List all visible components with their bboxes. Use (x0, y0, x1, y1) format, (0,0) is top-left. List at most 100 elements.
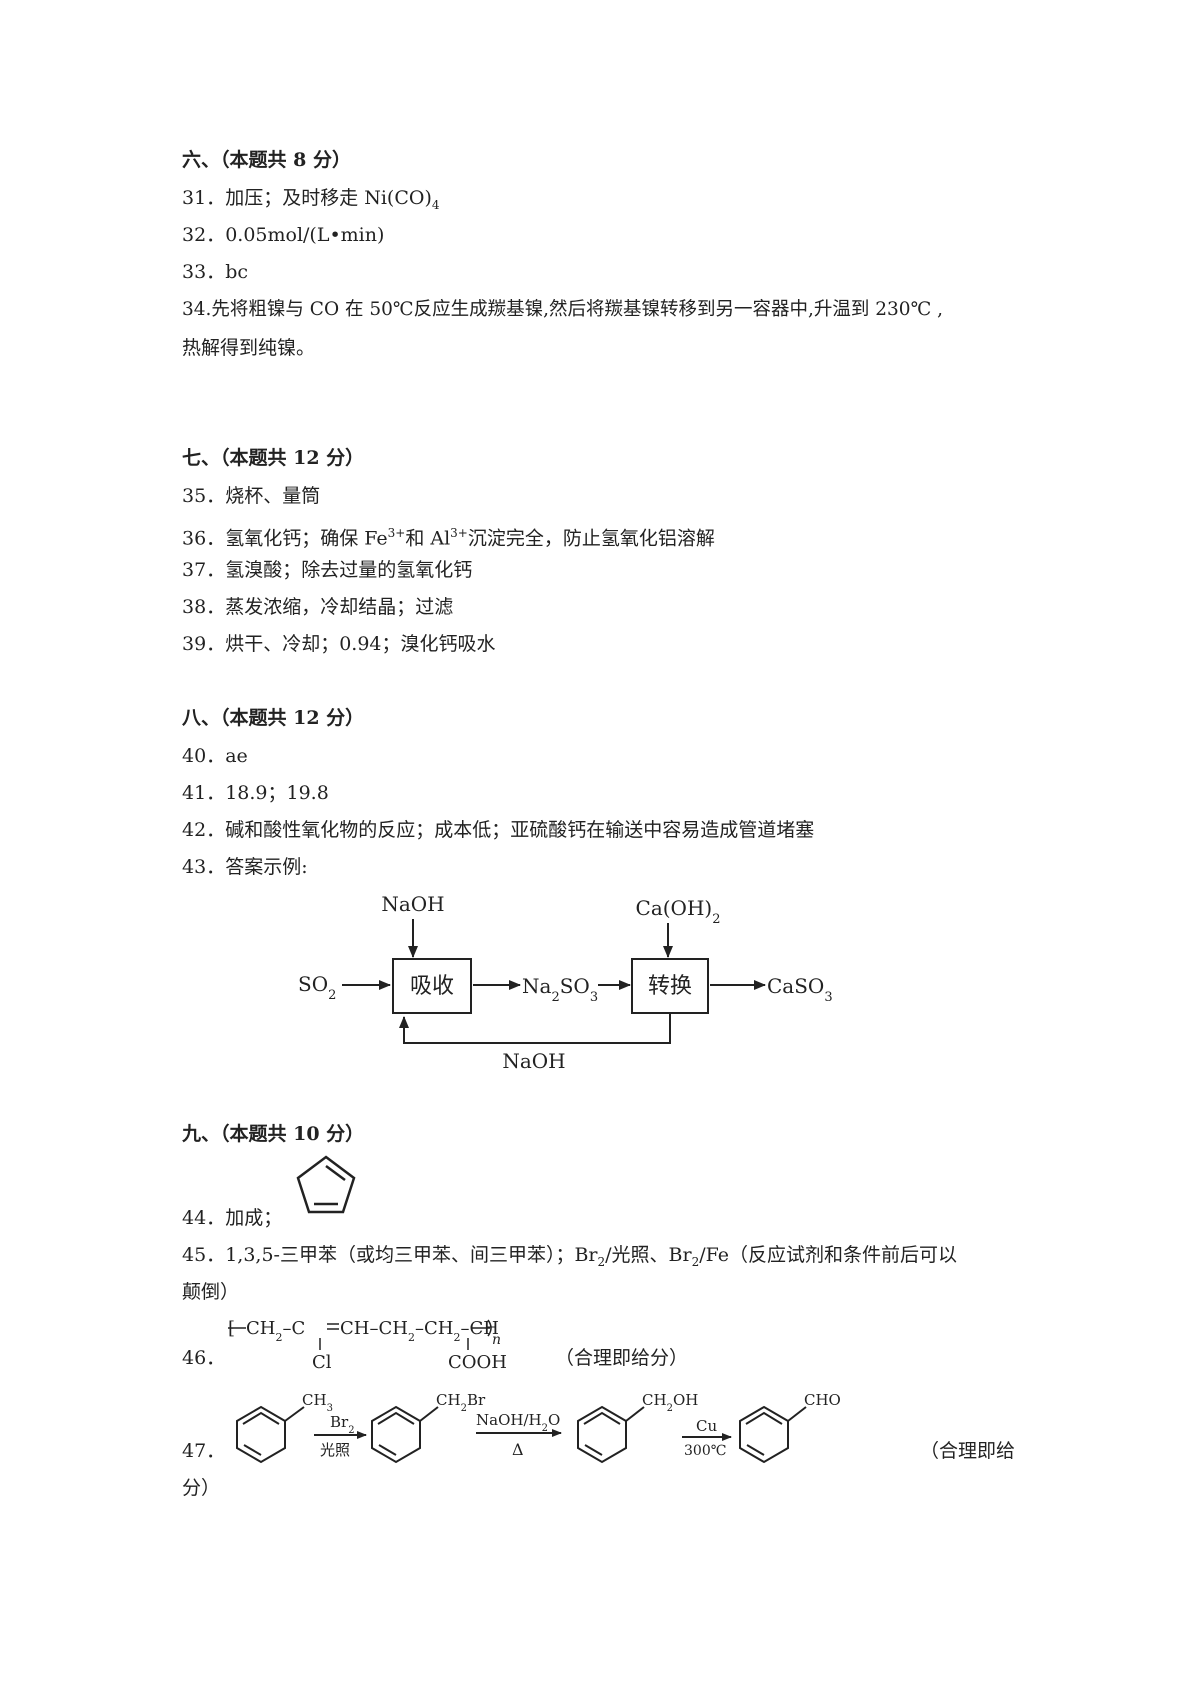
q33-num: 33． (182, 261, 226, 283)
polymer-chain-c: CH–CH (340, 1318, 408, 1339)
polymer-chain-c-sub: 2 (408, 1331, 415, 1344)
polymer-chain-b: –C (282, 1318, 305, 1339)
caso3-label: CaSO3 (767, 974, 833, 1005)
convert-box-label: 转换 (648, 974, 692, 999)
q45-b: /光照、Br (605, 1244, 692, 1266)
q32-num: 32． (182, 224, 226, 246)
naoh-h2o-tail: O (548, 1411, 560, 1429)
answer-33: 33．bc (182, 260, 248, 284)
naoh-top-label: NaOH (381, 892, 444, 916)
q31-sub: 4 (431, 197, 440, 212)
ch2br-tail: Br (467, 1391, 486, 1409)
ch2br-text: CH (436, 1391, 461, 1409)
answer-34-line1: 34.先将粗镍与 CO 在 50℃反应生成羰基镍,然后将羰基镍转移到另一容器中,… (182, 298, 943, 322)
na2so3-b: SO (560, 974, 590, 998)
polymer-chain-a: CH (246, 1318, 275, 1339)
ch2oh-tail: OH (673, 1391, 698, 1409)
ch2oh-sub: 2 (667, 1403, 673, 1414)
polymer-cl: Cl (312, 1352, 332, 1373)
q36-text-c: 沉淀完全，防止氢氧化铝溶解 (467, 527, 715, 550)
answer-40: 40．ae (182, 744, 248, 768)
q36-text-b: 和 Al (405, 527, 451, 550)
polymer-cooh: COOH (448, 1352, 507, 1373)
q45-num: 45． (182, 1244, 226, 1266)
so2-label: SO2 (298, 972, 336, 1003)
q37-text: 氢溴酸；除去过量的氢氧化钙 (225, 559, 473, 581)
answer-31: 31．加压；及时移走 Ni(CO)4 (182, 186, 440, 217)
na2so3-sub2: 3 (590, 990, 598, 1005)
ch2oh-text: CH (642, 1391, 667, 1409)
q45-a: 1,3,5-三甲苯（或均三甲苯、间三甲苯）；Br (225, 1244, 598, 1266)
q34-line1: 先将粗镍与 CO 在 50℃反应生成羰基镍,然后将羰基镍转移到另一容器中,升温到… (211, 299, 944, 320)
caoh2-label: Ca(OH)2 (636, 896, 721, 927)
q36-sup-b: 3+ (450, 526, 468, 540)
q47-num: 47． (182, 1440, 226, 1462)
q35-text: 烧杯、量筒 (225, 485, 321, 507)
q44-text: 加成； (225, 1207, 283, 1229)
polymer-structure: ⁅ CH2–C CH–CH2–CH2–CH n Cl COOH (228, 1318, 507, 1373)
ch2br-sub: 2 (461, 1403, 467, 1414)
answer-43: 43．答案示例: (182, 855, 308, 879)
q40-num: 40． (182, 745, 226, 767)
answer-45-line1: 45．1,3,5-三甲苯（或均三甲苯、间三甲苯）；Br2/光照、Br2/Fe（反… (182, 1243, 957, 1274)
answer-34-line2: 热解得到纯镍。 (182, 337, 316, 359)
q37-num: 37． (182, 559, 226, 581)
q34-num: 34. (182, 299, 212, 320)
absorb-box (392, 958, 472, 1014)
q41-num: 41． (182, 782, 226, 804)
answer-35: 35．烧杯、量筒 (182, 484, 320, 508)
q45-sub2: 2 (691, 1254, 700, 1269)
benzyl-bromide-structure (371, 1405, 439, 1464)
q31-num: 31． (182, 187, 226, 209)
answer-45-line2: 颠倒） (182, 1281, 240, 1303)
section-eight-heading: 八、（本题共 12 分） (182, 707, 365, 729)
ch2oh-label: CH2OH (642, 1391, 698, 1414)
q42-text: 碱和酸性氧化物的反应；成本低；亚硫酸钙在输送中容易造成管道堵塞 (225, 819, 815, 841)
br2-sub: 2 (348, 1425, 354, 1436)
polymer-chain-a-sub: 2 (275, 1331, 282, 1344)
synthesis-route: CH3 Br2 光照 CH2Br NaOH/H2O Δ CH2OH Cu 300… (236, 1391, 841, 1464)
answer-46-note: （合理即给分） (555, 1347, 689, 1369)
q31-text: 加压；及时移走 Ni(CO) (225, 187, 432, 209)
q36-num: 36． (182, 527, 226, 550)
na2so3-sub1: 2 (551, 990, 559, 1005)
naoh-bottom-label: NaOH (502, 1049, 565, 1073)
q33-text: bc (225, 261, 248, 283)
answer-47: 47． (182, 1439, 225, 1463)
answer-46: 46． (182, 1346, 225, 1370)
benzaldehyde-structure (739, 1405, 807, 1464)
q39-num: 39． (182, 633, 226, 655)
q43-text: 答案示例: (225, 856, 308, 878)
answer-47-note2: 分） (182, 1477, 221, 1499)
answer-37: 37．氢溴酸；除去过量的氢氧化钙 (182, 558, 472, 582)
q45-c: /Fe（反应试剂和条件前后可以 (699, 1244, 958, 1266)
heat-condition: Δ (512, 1440, 524, 1459)
ch3-sub: 3 (327, 1403, 333, 1414)
caoh2-sub: 2 (712, 912, 720, 927)
ch3-text: CH (302, 1391, 327, 1409)
polymer-chain-d: –CH (415, 1318, 453, 1339)
section-seven-heading: 七、（本题共 12 分） (182, 447, 365, 469)
polymer-n: n (492, 1332, 501, 1348)
toluene-structure (236, 1405, 305, 1464)
section-nine-heading: 九、（本题共 10 分） (182, 1123, 365, 1145)
recycle-line (399, 1013, 671, 1044)
answer-39: 39．烘干、冷却；0.94；溴化钙吸水 (182, 632, 496, 656)
ch3-label: CH3 (302, 1391, 333, 1414)
br2-text: Br (330, 1413, 349, 1431)
answer-32: 32．0.05mol/(L•min) (182, 223, 384, 247)
caso3-sub: 3 (824, 990, 832, 1005)
q44-num: 44． (182, 1207, 226, 1229)
cyclopentadiene-structure (296, 1155, 356, 1214)
temp-condition: 300℃ (684, 1443, 726, 1459)
naoh-h2o-sub: 2 (542, 1423, 548, 1434)
ch2br-label: CH2Br (436, 1391, 486, 1414)
q46-num: 46． (182, 1347, 226, 1369)
na2so3-a: Na (522, 974, 552, 998)
na2so3-label: Na2SO3 (522, 974, 598, 1005)
naoh-h2o-reagent: NaOH/H2O (476, 1411, 560, 1434)
benzyl-alcohol-structure (577, 1405, 645, 1464)
naoh-h2o-text: NaOH/H (476, 1411, 542, 1429)
absorb-box-label: 吸收 (410, 974, 454, 999)
svg-text:CH2–C: CH2–C (246, 1318, 305, 1344)
